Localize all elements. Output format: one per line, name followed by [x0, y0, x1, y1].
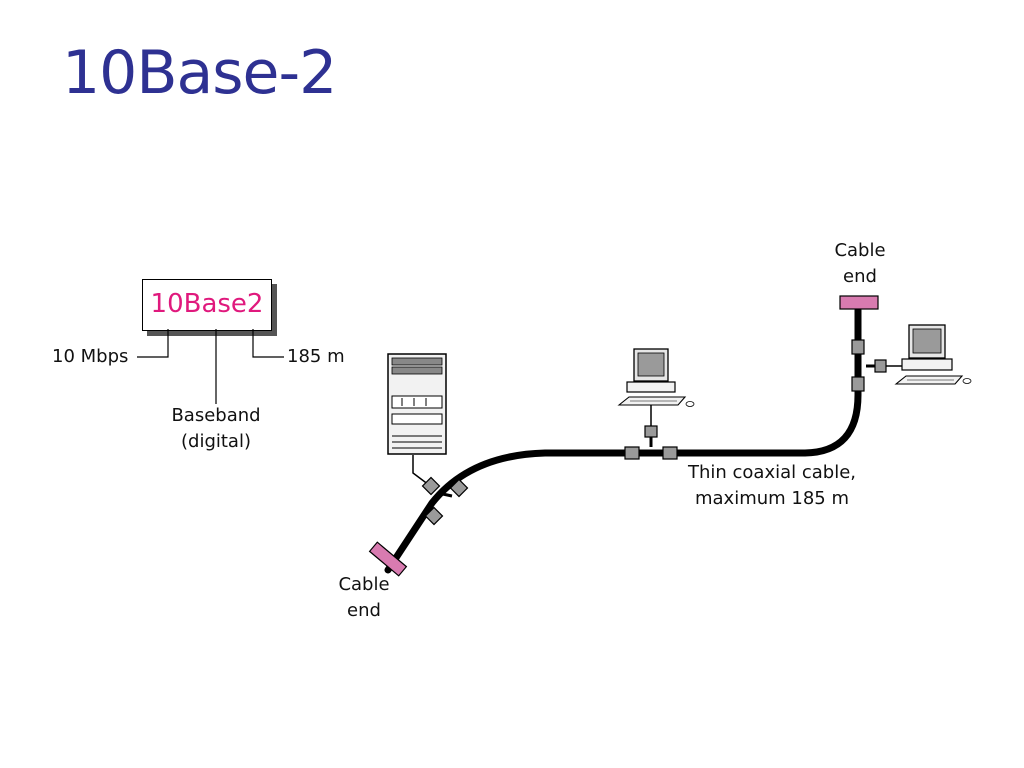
terminator-icon	[368, 541, 408, 577]
t-connector-icon	[624, 425, 678, 460]
legend-rate: 10 Mbps	[52, 346, 129, 367]
legend-leaders	[137, 329, 284, 404]
computer-icon	[617, 348, 695, 407]
cable-end-top-line1: Cable	[834, 240, 886, 261]
legend-code: 10Base2	[150, 289, 264, 319]
server-icon	[387, 353, 447, 455]
cable-label-line1: Thin coaxial cable,	[687, 462, 857, 483]
terminator-icon	[839, 295, 879, 310]
t-connector-icon	[851, 339, 887, 392]
slide-title: 10Base-2	[62, 38, 337, 108]
cable-end-top-line2: end	[843, 266, 877, 287]
legend-signal-line1: Baseband	[171, 405, 261, 426]
cable-label-line2: maximum 185 m	[694, 488, 850, 509]
cable-end-bottom-line2: end	[347, 600, 381, 621]
legend-box: 10Base2	[142, 279, 272, 331]
computer-icon	[894, 324, 972, 385]
cable-end-bottom-line1: Cable	[338, 574, 390, 595]
legend-length: 185 m	[287, 346, 345, 367]
coaxial-cable	[384, 306, 862, 574]
legend-signal-line2: (digital)	[181, 431, 251, 452]
t-connector-icon	[421, 476, 469, 526]
